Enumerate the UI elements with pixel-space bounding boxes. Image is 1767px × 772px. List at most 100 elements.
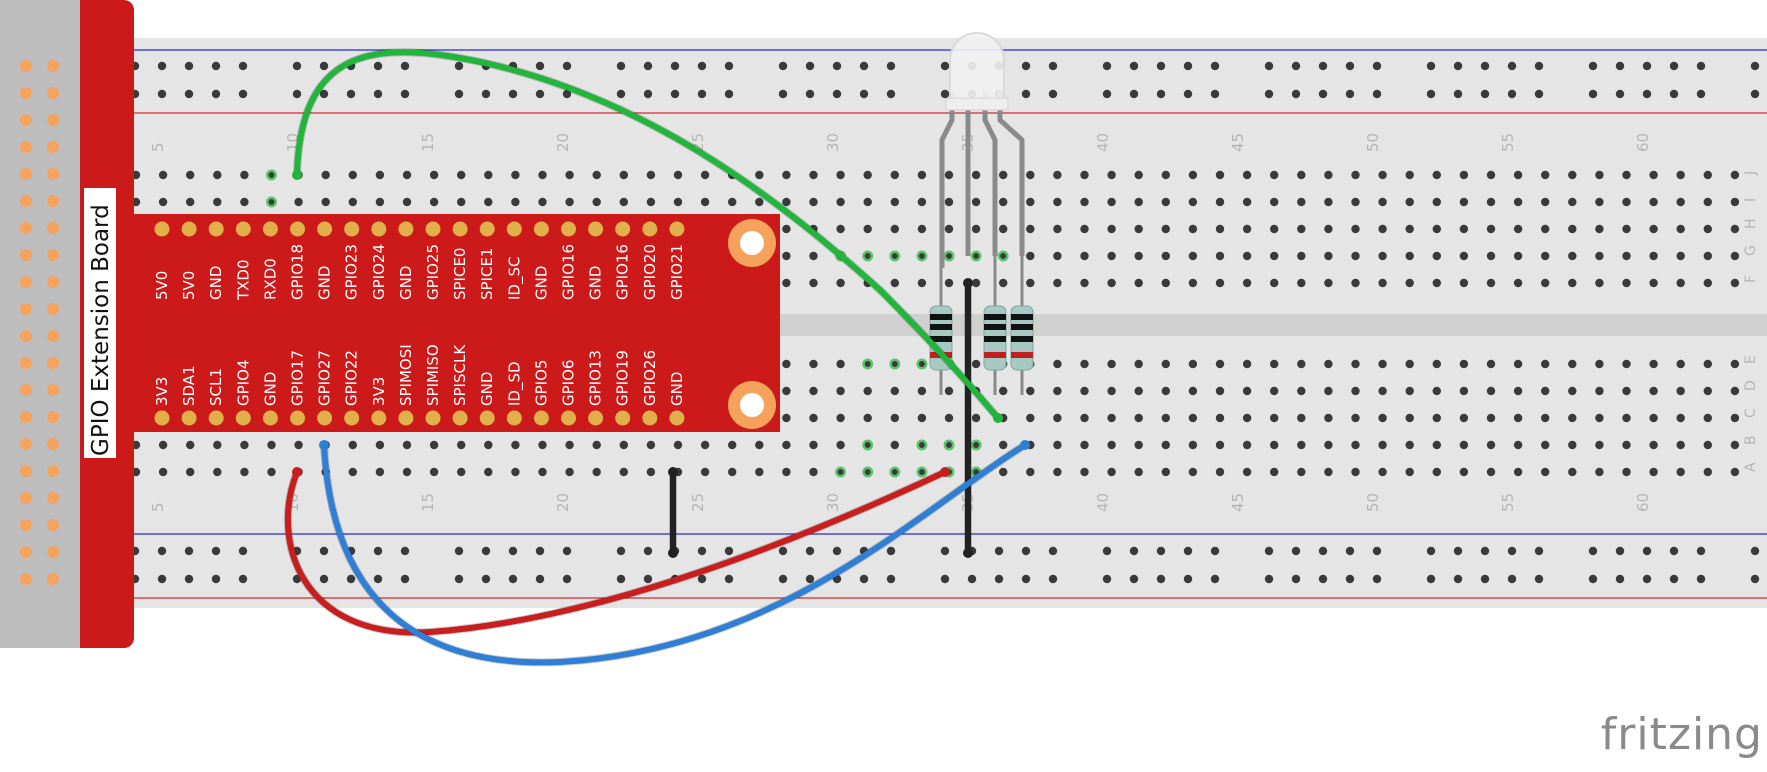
connected-hole — [997, 250, 1009, 262]
breadboard-hole — [1215, 224, 1225, 234]
column-number: 30 — [824, 493, 842, 512]
rail-top-b-hole — [1642, 89, 1652, 99]
breadboard-hole — [1676, 413, 1685, 423]
gpio-pin — [561, 221, 576, 237]
breadboard-hole — [348, 467, 357, 477]
breadboard-hole — [1703, 170, 1713, 180]
breadboard-hole — [565, 467, 574, 477]
breadboard-hole — [457, 467, 466, 477]
breadboard-hole — [1026, 413, 1035, 423]
black-wire-end — [668, 467, 678, 477]
breadboard-hole — [1351, 440, 1360, 450]
breadboard-hole — [267, 467, 276, 477]
breadboard-hole — [673, 440, 683, 450]
column-number: 40 — [1094, 493, 1112, 512]
rail-top-b-hole — [616, 89, 626, 99]
column-number: 5 — [149, 502, 167, 512]
breadboard-hole — [1595, 170, 1604, 180]
breadboard-hole — [1134, 359, 1143, 369]
breadboard-hole — [1486, 251, 1496, 261]
rail-bot-b-hole — [1696, 574, 1706, 584]
breadboard-hole — [1568, 278, 1577, 288]
gpio-pin — [588, 221, 604, 237]
breadboard-hole — [429, 170, 439, 180]
rail-bot-b-hole — [1156, 574, 1166, 584]
column-number: 20 — [554, 493, 572, 512]
rail-top-b-hole — [1183, 89, 1193, 99]
gpio-pin — [208, 410, 224, 426]
rail-top-a-hole — [184, 61, 194, 71]
breadboard-hole — [1351, 386, 1360, 396]
breadboard-hole — [1730, 386, 1740, 396]
rail-top-a-hole — [1318, 61, 1328, 71]
breadboard-hole — [1486, 278, 1496, 288]
header-pin — [20, 357, 32, 369]
breadboard-hole — [1486, 467, 1496, 477]
rail-bot-a-hole — [400, 546, 410, 556]
breadboard-hole — [1161, 197, 1171, 207]
rail-top-b-hole — [1480, 89, 1490, 99]
gpio-label: SPIMOSI — [397, 344, 415, 406]
breadboard-hole — [1459, 359, 1469, 369]
column-number: 30 — [824, 133, 842, 152]
gpio-label: SPISCLK — [451, 344, 469, 406]
breadboard-hole — [1053, 251, 1062, 261]
rail-top-a-hole — [157, 61, 167, 71]
breadboard-hole — [999, 440, 1008, 450]
breadboard-hole — [619, 467, 628, 477]
rail-top-b-hole — [1129, 89, 1139, 99]
gpio-label: 3V3 — [370, 377, 388, 406]
breadboard-hole — [1541, 224, 1550, 234]
column-number: 50 — [1364, 133, 1382, 152]
rail-bot-a-hole — [724, 546, 734, 556]
breadboard-hole — [1568, 413, 1577, 423]
breadboard-hole — [890, 413, 899, 423]
breadboard-hole — [1378, 251, 1387, 261]
rail-top-a-hole — [1102, 61, 1112, 71]
breadboard-hole — [863, 413, 872, 423]
breadboard-hole — [1595, 251, 1604, 261]
rail-bot-a-hole — [1291, 546, 1301, 556]
breadboard-hole — [511, 440, 520, 450]
breadboard-hole — [890, 440, 899, 450]
breadboard-hole — [1188, 413, 1198, 423]
breadboard-hole — [1595, 440, 1604, 450]
gpio-pin — [642, 410, 658, 426]
breadboard-hole — [1513, 170, 1523, 180]
rail-top-a-hole — [670, 61, 680, 71]
breadboard-hole — [1134, 251, 1143, 261]
row-letter: G — [1743, 245, 1759, 256]
rail-bot-b-hole — [724, 574, 734, 584]
breadboard-hole — [1215, 413, 1225, 423]
breadboard-hole — [375, 170, 385, 180]
breadboard-hole — [1595, 197, 1604, 207]
connected-hole — [943, 250, 955, 262]
breadboard-hole — [1513, 440, 1523, 450]
breadboard-hole — [1026, 251, 1035, 261]
rail-bot-b-hole — [940, 574, 950, 584]
column-number: 5 — [149, 142, 167, 152]
rail-bot-b-hole — [886, 574, 896, 584]
resistor-band — [1011, 314, 1033, 320]
breadboard-hole — [728, 440, 737, 450]
breadboard-hole — [158, 440, 168, 450]
fritzing-logo: fritzing — [1600, 709, 1763, 760]
gpio-pin — [533, 410, 549, 426]
breadboard-hole — [1649, 386, 1658, 396]
breadboard-hole — [1486, 413, 1496, 423]
breadboard-hole — [1297, 359, 1306, 369]
rail-bot-b-hole — [373, 574, 383, 584]
header-pin — [20, 411, 32, 423]
gpio-pin — [425, 410, 441, 426]
breadboard-hole — [1351, 278, 1360, 288]
connected-hole — [266, 169, 277, 181]
breadboard-hole — [782, 170, 791, 180]
breadboard-hole — [1378, 170, 1387, 180]
header-pin — [20, 87, 32, 99]
breadboard-hole — [944, 197, 954, 207]
rail-top-a-hole — [859, 61, 869, 71]
breadboard-hole — [240, 440, 249, 450]
rail-top-a-hole — [1696, 61, 1706, 71]
header-pin — [20, 276, 32, 288]
breadboard-hole — [1649, 359, 1658, 369]
